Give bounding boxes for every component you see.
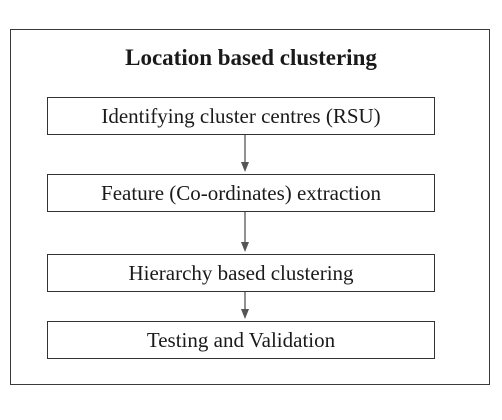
step-box-hierarchy-clustering: Hierarchy based clustering (47, 254, 435, 292)
step-label: Testing and Validation (146, 327, 336, 352)
step-label: Feature (Co-ordinates) extraction (101, 180, 381, 205)
diagram-title: Location based clustering (125, 45, 377, 70)
step-box-feature-extraction: Feature (Co-ordinates) extraction (47, 174, 435, 212)
step-box-testing-validation: Testing and Validation (47, 321, 435, 359)
step-label: Hierarchy based clustering (128, 260, 354, 285)
step-box-identify-cluster-centres: Identifying cluster centres (RSU) (47, 97, 435, 135)
step-label: Identifying cluster centres (RSU) (101, 103, 381, 128)
